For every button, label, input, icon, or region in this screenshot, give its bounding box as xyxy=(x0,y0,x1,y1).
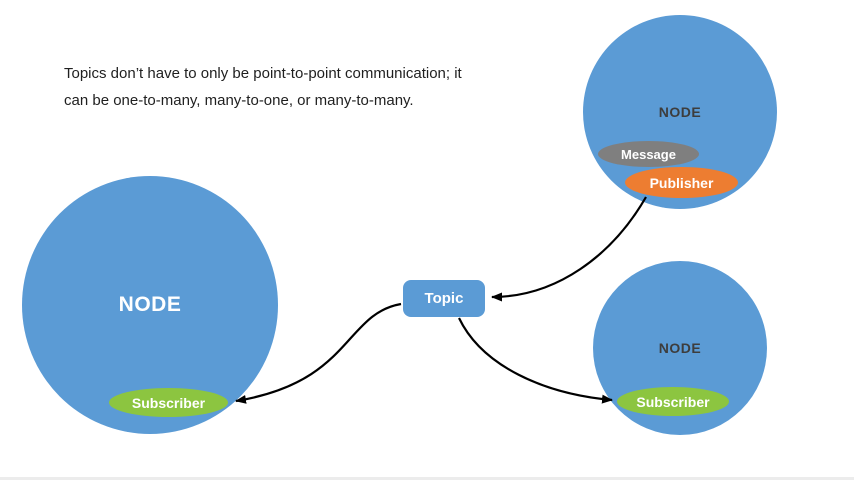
node-label-top-right: NODE xyxy=(658,104,702,120)
node-label-bottom-right: NODE xyxy=(658,340,702,356)
subscriber-ellipse-bottom-right: Subscriber xyxy=(617,387,729,416)
topic-box: Topic xyxy=(403,280,485,317)
arrow-topic-to-bottom-right-subscriber xyxy=(458,317,613,404)
bottom-edge-strip xyxy=(0,477,854,480)
message-ellipse: Message xyxy=(598,141,699,167)
node-label-left: NODE xyxy=(118,293,182,316)
caption-line-1: Topics don’t have to only be point-to-po… xyxy=(64,65,462,82)
caption-line-2: can be one-to-many, many-to-one, or many… xyxy=(64,92,414,109)
subscriber-ellipse-left: Subscriber xyxy=(109,388,228,417)
publisher-ellipse: Publisher xyxy=(625,167,738,198)
caption: Topics don’t have to only be point-to-po… xyxy=(64,60,462,114)
